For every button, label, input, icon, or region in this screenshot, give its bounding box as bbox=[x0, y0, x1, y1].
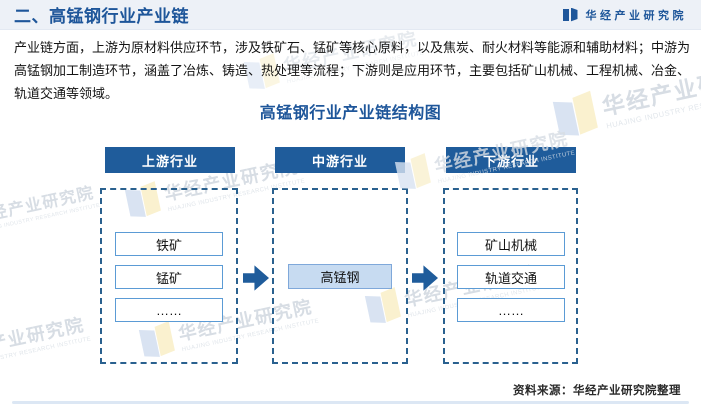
watermark-subtext: HUAJING INDUSTRY RESEARCH INSTITUTE bbox=[0, 202, 101, 235]
upstream-item-ellipsis: …… bbox=[115, 298, 223, 322]
diagram-title: 高锰钢行业产业链结构图 bbox=[259, 105, 442, 122]
brand-name: 华经产业研究院 bbox=[585, 9, 687, 22]
upstream-item-iron-ore: 铁矿 bbox=[115, 232, 223, 256]
watermark-text: 华经产业研究院 bbox=[0, 183, 96, 227]
data-source-note: 资料来源：华经产业研究院整理 bbox=[513, 385, 681, 397]
watermark: 华经产业研究院 HUAJING INDUSTRY RESEARCH INSTIT… bbox=[0, 177, 101, 242]
downstream-header: 下游行业 bbox=[446, 147, 576, 173]
upstream-group-box bbox=[100, 188, 238, 364]
watermark-subtext: HUAJING INDUSTRY RESEARCH INSTITUTE bbox=[0, 335, 92, 371]
midstream-item-high-manganese-steel: 高锰钢 bbox=[288, 264, 392, 289]
downstream-item-mining-machinery: 矿山机械 bbox=[457, 232, 565, 256]
top-header-bar: 二、高锰钢行业产业链 华经产业研究院 bbox=[0, 0, 701, 30]
arrow-right-icon bbox=[412, 265, 438, 291]
watermark: 华经产业研究院 HUAJING INDUSTRY RESEARCH INSTIT… bbox=[0, 308, 92, 380]
midstream-group-box bbox=[272, 188, 408, 364]
bottom-divider bbox=[12, 401, 689, 404]
intro-line: 轨道交通等领域。 bbox=[14, 86, 119, 101]
upstream-item-manganese-ore: 锰矿 bbox=[115, 265, 223, 289]
brand-logo: 华经产业研究院 bbox=[562, 7, 688, 23]
downstream-item-rail-transit: 轨道交通 bbox=[457, 265, 565, 289]
midstream-header: 中游行业 bbox=[275, 147, 405, 173]
watermark-text: 华经产业研究院 bbox=[0, 314, 87, 362]
arrow-right-icon bbox=[243, 265, 269, 291]
downstream-group-box bbox=[443, 188, 578, 364]
intro-paragraph: 产业链方面，上游为原材料供应环节，涉及铁矿石、锰矿等核心原料，以及焦炭、耐火材料… bbox=[14, 36, 694, 105]
downstream-item-ellipsis: …… bbox=[457, 298, 565, 322]
upstream-header: 上游行业 bbox=[105, 147, 235, 173]
intro-line: 高锰钢加工制造环节，涵盖了冶炼、铸造、热处理等流程；下游则是应用环节，主要包括矿… bbox=[14, 63, 691, 78]
page-title: 二、高锰钢行业产业链 bbox=[14, 7, 189, 26]
intro-line: 产业链方面，上游为原材料供应环节，涉及铁矿石、锰矿等核心原料，以及焦炭、耐火材料… bbox=[14, 40, 691, 55]
book-logo-icon bbox=[562, 7, 579, 22]
